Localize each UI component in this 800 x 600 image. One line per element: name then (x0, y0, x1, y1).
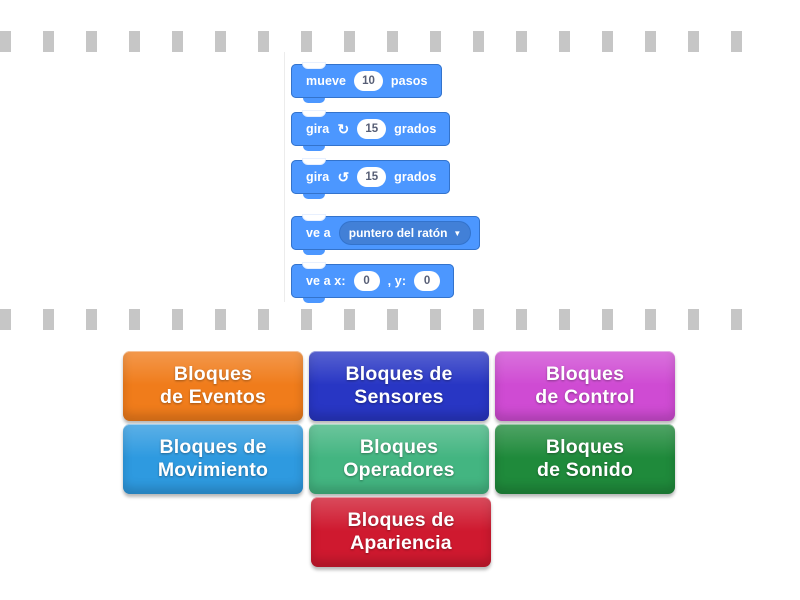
tile-bloques-de-control[interactable]: Bloques de Control (495, 351, 675, 421)
separator-dash (731, 30, 742, 52)
turn-right-icon: ↻ (337, 121, 350, 137)
separator-dash (387, 30, 398, 52)
tile-bloques-de-sensores[interactable]: Bloques de Sensores (309, 351, 489, 421)
separator-dash (0, 30, 11, 52)
separator-dash (559, 30, 570, 52)
chevron-down-icon: ▼ (453, 228, 462, 238)
tile-bloques-de-sonido[interactable]: Bloques de Sonido (495, 424, 675, 494)
separator-dash (86, 30, 97, 52)
separator-dash (129, 30, 140, 52)
separator-dash (645, 308, 656, 330)
separator-dash (473, 308, 484, 330)
separator-dash (301, 308, 312, 330)
separator-dash (129, 308, 140, 330)
tile-label-line1: Bloques (173, 363, 253, 385)
number-input-x[interactable]: 0 (353, 271, 380, 291)
separator-dash (516, 308, 527, 330)
tile-label-line1: Bloques de (345, 363, 453, 385)
number-input-pasos[interactable]: 10 (354, 71, 383, 91)
separator-dash (43, 30, 54, 52)
separator-dash (86, 308, 97, 330)
tile-label-line2: Movimiento (157, 459, 269, 481)
separator-dash (172, 308, 183, 330)
turn-left-icon: ↺ (337, 169, 350, 185)
tile-bloques-operadores[interactable]: Bloques Operadores (309, 424, 489, 494)
separator-dash (602, 308, 613, 330)
tile-label-line2: de Eventos (159, 386, 267, 408)
separator-dash (559, 308, 570, 330)
answer-tiles: Bloques de Eventos Bloques de Sensores B… (123, 351, 679, 570)
separator-dash (258, 308, 269, 330)
dashed-separator-top (0, 30, 800, 52)
tile-label-line2: Apariencia (350, 532, 452, 554)
number-input-y[interactable]: 0 (414, 271, 441, 291)
number-input-grados[interactable]: 15 (357, 167, 387, 187)
scratch-blocks-drop-zone[interactable]: mueve 10 pasos gira ↻ 15 grados gira ↺ 1… (284, 52, 484, 303)
separator-dash (215, 308, 226, 330)
separator-dash (430, 30, 441, 52)
separator-dash (301, 30, 312, 52)
scratch-block-ve-a[interactable]: ve a puntero del ratón ▼ (291, 215, 481, 255)
tile-row-3: Bloques de Apariencia (123, 497, 679, 567)
tile-label-line1: Bloques de (347, 509, 455, 531)
block-label: pasos (390, 74, 428, 88)
separator-dash (688, 30, 699, 52)
separator-dash (258, 30, 269, 52)
tile-bloques-de-movimiento[interactable]: Bloques de Movimiento (123, 424, 303, 494)
block-label: grados (394, 170, 437, 184)
tile-label-line2: de Sonido (536, 459, 634, 481)
tile-label-line2: Sensores (354, 386, 444, 408)
tile-label-line1: Bloques (545, 363, 625, 385)
separator-dash (602, 30, 613, 52)
scratch-block-gira-izquierda[interactable]: gira ↺ 15 grados (291, 159, 451, 199)
separator-dash (473, 30, 484, 52)
block-label: gira (306, 122, 330, 136)
block-label: , y: (387, 274, 407, 288)
separator-dash (43, 308, 54, 330)
tile-label-line1: Bloques (545, 436, 625, 458)
separator-dash (172, 30, 183, 52)
tile-bloques-de-apariencia[interactable]: Bloques de Apariencia (311, 497, 491, 567)
dashed-separator-middle (0, 308, 800, 330)
number-input-grados[interactable]: 15 (357, 119, 387, 139)
separator-dash (430, 308, 441, 330)
tile-row-1: Bloques de Eventos Bloques de Sensores B… (123, 351, 679, 421)
block-label: ve a x: (306, 274, 346, 288)
block-label: ve a (306, 226, 331, 240)
separator-dash (688, 308, 699, 330)
tile-label-line1: Bloques (359, 436, 439, 458)
separator-dash (0, 308, 11, 330)
separator-dash (645, 30, 656, 52)
tile-label-line1: Bloques de (159, 436, 267, 458)
tile-label-line2: Operadores (343, 459, 455, 481)
block-label: gira (306, 170, 330, 184)
separator-dash (344, 30, 355, 52)
dropdown-value: puntero del ratón (348, 226, 448, 240)
scratch-block-mueve-pasos[interactable]: mueve 10 pasos (291, 63, 442, 103)
separator-dash (344, 308, 355, 330)
tile-bloques-de-eventos[interactable]: Bloques de Eventos (123, 351, 303, 421)
separator-dash (215, 30, 226, 52)
scratch-block-ve-a-xy[interactable]: ve a x: 0 , y: 0 (291, 263, 455, 303)
separator-dash (387, 308, 398, 330)
separator-dash (516, 30, 527, 52)
tile-row-2: Bloques de Movimiento Bloques Operadores… (123, 424, 679, 494)
block-label: mueve (306, 74, 347, 88)
scratch-block-gira-derecha[interactable]: gira ↻ 15 grados (291, 111, 451, 151)
dropdown-destino[interactable]: puntero del ratón ▼ (339, 222, 471, 244)
separator-dash (731, 308, 742, 330)
block-label: grados (394, 122, 437, 136)
tile-label-line2: de Control (535, 386, 635, 408)
